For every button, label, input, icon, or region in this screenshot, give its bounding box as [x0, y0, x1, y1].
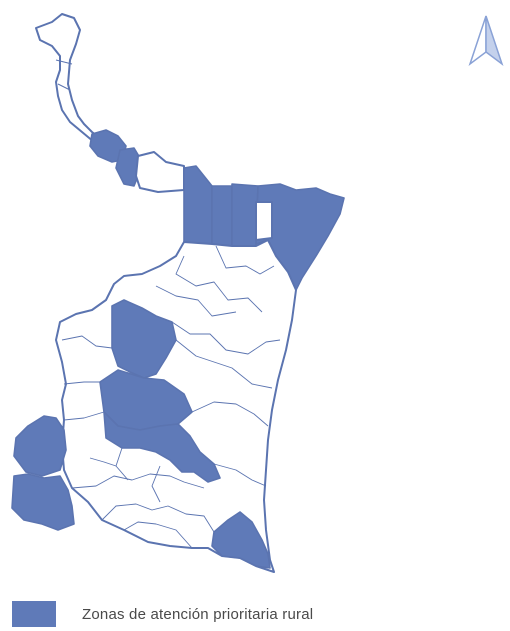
region-southeast	[211, 511, 271, 569]
region-west-2	[11, 473, 75, 531]
region-north-gap	[135, 151, 185, 193]
legend: Zonas de atención prioritaria rural	[12, 600, 313, 628]
region-center-north	[111, 299, 177, 379]
legend-swatch	[12, 601, 56, 627]
region-frontier-hole	[255, 201, 273, 241]
region-center-south	[103, 411, 221, 483]
region-frontier-nw-2	[115, 147, 141, 187]
north-arrow-icon	[468, 15, 504, 67]
region-frontier-north-1	[183, 165, 213, 245]
region-frontier-north-2	[211, 185, 233, 247]
region-frontier-north-3	[231, 183, 259, 247]
region-northwest-strip	[35, 13, 101, 143]
region-west-1	[13, 415, 67, 477]
region-border	[57, 83, 71, 91]
legend-label: Zonas de atención prioritaria rural	[82, 605, 314, 623]
region-border	[55, 59, 73, 65]
state-map	[11, 13, 504, 573]
municipal-borders	[61, 245, 281, 549]
